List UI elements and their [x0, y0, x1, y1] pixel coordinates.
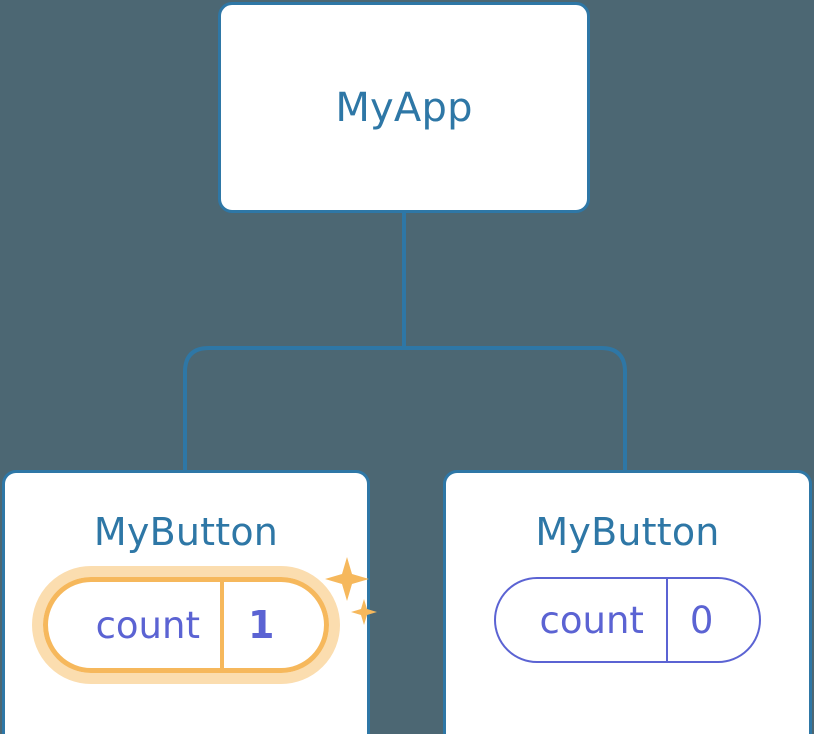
sparkle-large-icon [325, 557, 370, 601]
node-title-mybutton-left: MyButton [93, 510, 279, 554]
state-pill-divider-right [665, 579, 668, 661]
state-pill-wrapper-left: count 1 [31, 557, 378, 684]
state-pill-value-left: 1 [247, 603, 275, 647]
state-pill-key-right: count [539, 598, 644, 642]
state-pill-count-left[interactable]: count 1 [42, 577, 330, 673]
node-mybutton-right[interactable]: MyButton count 0 [443, 470, 812, 734]
sparkle-group-icon [325, 557, 378, 625]
sparkle-small-icon [351, 599, 378, 625]
node-mybutton-left[interactable]: MyButton count 1 [2, 470, 378, 734]
connector-branch-right [404, 346, 627, 472]
state-pill-key-left: count [95, 603, 200, 647]
state-pill-value-right: 0 [689, 598, 714, 642]
state-pill-wrapper-right: count 0 [493, 577, 762, 663]
state-pill-count-right[interactable]: count 0 [493, 577, 762, 663]
node-myapp[interactable]: MyApp [218, 2, 590, 213]
node-title-myapp: MyApp [335, 84, 473, 131]
node-title-mybutton-right: MyButton [535, 510, 720, 554]
connector-branch-left [183, 346, 404, 472]
state-pill-divider-left [219, 582, 224, 668]
